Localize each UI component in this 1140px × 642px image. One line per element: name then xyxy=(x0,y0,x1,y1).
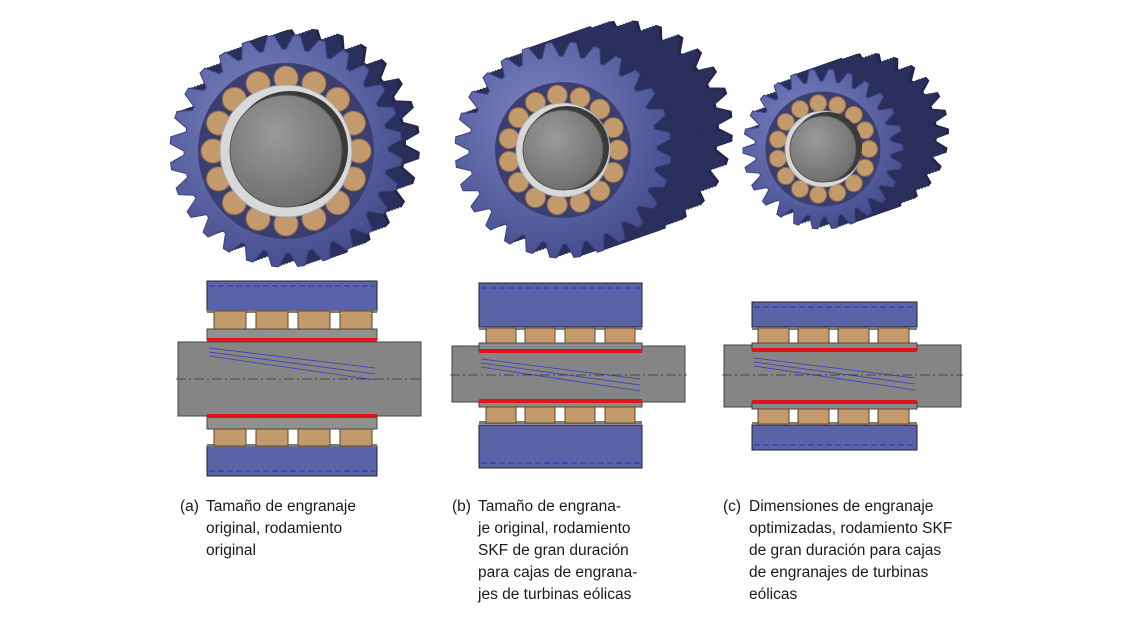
roller-icon xyxy=(776,167,795,186)
roller-section-top xyxy=(757,327,790,344)
gear-section-bottom xyxy=(478,424,643,469)
gear-section-top xyxy=(478,282,643,328)
roller-icon xyxy=(791,100,809,119)
roller-section-bottom xyxy=(339,428,373,447)
roller-section-top xyxy=(524,327,556,344)
roller-icon xyxy=(828,183,847,202)
roller-section-bottom xyxy=(877,408,910,425)
roller-section-bottom xyxy=(485,406,517,424)
shaft-end xyxy=(229,94,343,208)
roller-icon xyxy=(791,179,809,198)
caption-b-text: Tamaño de engrana- je original, rodamien… xyxy=(478,498,638,603)
outer-raceway-bottom xyxy=(479,421,642,424)
contact-line-top xyxy=(207,338,377,342)
shaft-hidden-line xyxy=(753,365,916,391)
shaft-hidden-line xyxy=(753,361,916,385)
roller-icon xyxy=(844,174,863,193)
roller-section-top xyxy=(797,327,830,344)
bearing-cross-sections xyxy=(176,280,963,477)
contact-line-bottom xyxy=(752,400,917,404)
cross-section-c xyxy=(722,301,963,451)
caption-b: (b) Tamaño de engrana- je original, roda… xyxy=(452,496,637,606)
caption-c-text: Dimensiones de engranaje optimizadas, ro… xyxy=(749,498,953,603)
roller-icon xyxy=(607,139,629,161)
caption-a-label: (a) xyxy=(180,498,199,515)
caption-b-label: (b) xyxy=(452,498,471,515)
gear-3d-views xyxy=(169,20,949,268)
roller-icon xyxy=(546,84,568,106)
roller-icon xyxy=(589,98,611,120)
roller-icon xyxy=(809,185,828,204)
roller-section-bottom xyxy=(564,406,596,424)
roller-section-top xyxy=(339,310,373,330)
shaft-hidden-line xyxy=(480,366,641,392)
roller-icon xyxy=(860,140,878,158)
roller-section-bottom xyxy=(797,408,830,425)
roller-section-top xyxy=(604,327,636,344)
roller-icon xyxy=(809,94,828,113)
contact-line-top xyxy=(479,349,642,353)
roller-icon xyxy=(844,105,863,124)
roller-section-top xyxy=(297,310,331,330)
roller-section-top xyxy=(485,327,517,344)
roller-section-bottom xyxy=(757,408,790,425)
roller-section-top xyxy=(564,327,596,344)
contact-line-bottom xyxy=(479,399,642,403)
shaft-end xyxy=(522,109,604,191)
outer-raceway-bottom xyxy=(207,444,377,447)
shaft-section xyxy=(723,344,962,408)
shaft-section xyxy=(451,345,686,403)
roller-section-bottom xyxy=(255,428,289,447)
gear-section-top xyxy=(751,301,918,328)
roller-section-bottom xyxy=(524,406,556,424)
roller-icon xyxy=(769,130,788,149)
roller-section-bottom xyxy=(604,406,636,424)
roller-section-bottom xyxy=(213,428,247,447)
caption-c-label: (c) xyxy=(723,498,742,515)
roller-section-bottom xyxy=(837,408,870,425)
caption-a-text: Tamaño de engranaje original, rodamiento… xyxy=(206,498,356,559)
cross-section-a xyxy=(176,280,423,477)
contact-line-bottom xyxy=(207,414,377,418)
roller-icon xyxy=(828,96,847,115)
roller-icon xyxy=(546,194,568,216)
outer-raceway-top xyxy=(752,327,917,330)
outer-raceway-top xyxy=(207,310,377,313)
gear-b xyxy=(454,20,733,259)
shaft-hidden-line xyxy=(480,362,641,386)
shaft-hidden-line xyxy=(208,347,376,369)
gear-c xyxy=(742,53,949,230)
roller-icon xyxy=(769,149,788,168)
shaft-hidden-line xyxy=(208,355,376,381)
roller-section-top xyxy=(255,310,289,330)
caption-a: (a) Tamaño de engranaje original, rodami… xyxy=(180,496,356,562)
shaft-end xyxy=(789,115,857,183)
outer-raceway-bottom xyxy=(752,422,917,425)
roller-section-top xyxy=(837,327,870,344)
caption-c: (c) Dimensiones de engranaje optimizadas… xyxy=(723,496,952,606)
contact-line-top xyxy=(752,348,917,352)
gear-section-bottom xyxy=(751,424,918,451)
roller-section-top xyxy=(877,327,910,344)
roller-icon xyxy=(589,180,611,202)
cross-section-b xyxy=(450,282,687,469)
outer-raceway-top xyxy=(479,327,642,330)
shaft-hidden-line xyxy=(208,351,376,375)
gear-a xyxy=(169,28,420,268)
shaft-hidden-line xyxy=(480,358,641,380)
roller-icon xyxy=(776,112,795,131)
roller-section-top xyxy=(213,310,247,330)
roller-section-bottom xyxy=(297,428,331,447)
